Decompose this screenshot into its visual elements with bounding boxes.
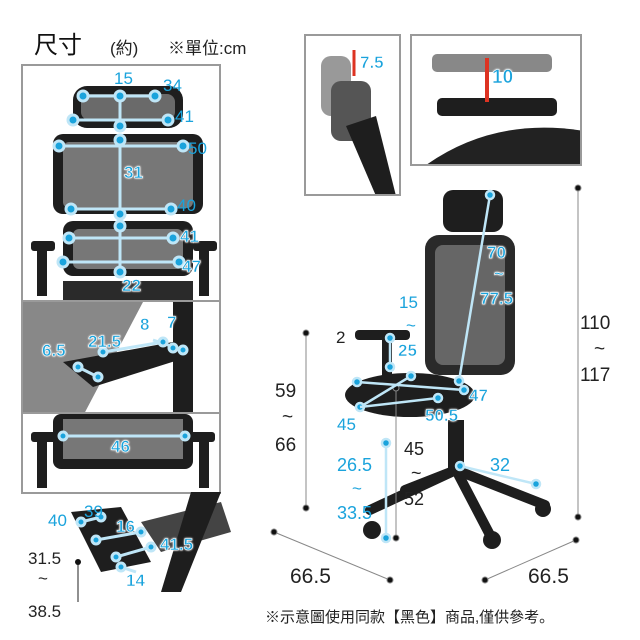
headrest-height-inset <box>410 34 582 166</box>
armrest-width-label: 6.5 <box>42 341 66 360</box>
lumbar-height-label: 22 <box>122 276 142 295</box>
footrest-height-sep: ~ <box>38 569 48 588</box>
footrest-illustration <box>71 492 231 602</box>
arm-height-min-label: 59 <box>275 381 297 402</box>
seat-width-main-label: 50.5 <box>425 406 459 425</box>
headrest-top-width-label: 34 <box>163 76 182 95</box>
footrest-max-label: 33.5 <box>337 503 373 523</box>
footrest-width-label: 40 <box>48 511 67 530</box>
total-height-min-label: 110 <box>580 313 611 334</box>
backrest-panel <box>21 64 221 302</box>
lumbar-bottom-width-label: 47 <box>182 257 202 276</box>
title: 尺寸 <box>34 32 82 59</box>
footnote: ※示意圖使用同款【黑色】商品,僅供參考。 <box>265 609 555 626</box>
approx-note: (約) <box>110 39 139 58</box>
base-radius-label: 32 <box>490 455 511 475</box>
footrest-bottom-label: 14 <box>126 571 146 590</box>
lumbar-width-label: 41 <box>180 227 200 246</box>
headrest-inset-illustration <box>427 54 580 164</box>
armrest-length-label: 21.5 <box>88 332 122 351</box>
base-depth-label: 66.5 <box>290 565 331 588</box>
armrest-illustration <box>23 302 193 412</box>
armrest-inset-illustration <box>321 50 396 194</box>
base-width-label: 66.5 <box>528 565 569 588</box>
arm-width-label: 2 <box>336 328 346 347</box>
arm-height-max-label: 66 <box>275 435 297 456</box>
seat-depth-label: 47 <box>469 386 489 405</box>
seat-front-label: 45 <box>337 415 356 434</box>
headrest-height-label: 15 <box>114 69 133 88</box>
back-bottom-width-label: 40 <box>177 196 196 215</box>
total-height-sep: ~ <box>594 339 606 360</box>
seat-panel <box>21 412 221 494</box>
footrest-depth-label: 39 <box>84 502 103 521</box>
headrest-height-adjust-label: 10 <box>492 67 514 88</box>
armrest-slide-label: 8 <box>140 315 150 334</box>
back-height-max-label: 77.5 <box>480 289 514 308</box>
armrest-height-inset <box>304 34 401 196</box>
footrest-pad-label: 16 <box>116 517 136 536</box>
back-height-sep: ~ <box>494 264 505 283</box>
footrest-min-label: 26.5 <box>337 455 373 475</box>
seat-height-sep: ~ <box>411 463 422 483</box>
headrest-width-label: 41 <box>175 107 194 126</box>
backrest-illustration <box>31 86 217 300</box>
seat-height-min-label: 45 <box>404 439 425 459</box>
back-top-width-label: 50 <box>188 139 207 158</box>
arm-adjust-min-label: 15 <box>399 293 418 312</box>
footrest-extension-label: 41.5 <box>160 535 194 554</box>
armrest-panel <box>21 300 221 414</box>
back-height-min-label: 70 <box>487 243 507 262</box>
arm-adjust-sep: ~ <box>406 316 416 335</box>
footrest-sep: ~ <box>352 479 362 498</box>
total-height-max-label: 117 <box>580 365 611 386</box>
armrest-height-adjust-label: 7.5 <box>360 53 384 72</box>
seat-illustration <box>31 414 215 488</box>
footrest-panel <box>21 492 231 602</box>
seat-width-label: 46 <box>111 437 131 456</box>
unit-note: ※單位:cm <box>168 39 247 58</box>
arm-height-sep: ~ <box>282 407 294 428</box>
back-height-label: 31 <box>124 163 144 182</box>
arm-adjust-max-label: 25 <box>398 341 418 360</box>
footrest-height-min: 31.5 <box>28 549 62 568</box>
footrest-height-max: 38.5 <box>28 602 62 621</box>
armrest-pivot-label: 7 <box>167 313 177 332</box>
seat-height-max-label: 52 <box>404 489 425 509</box>
